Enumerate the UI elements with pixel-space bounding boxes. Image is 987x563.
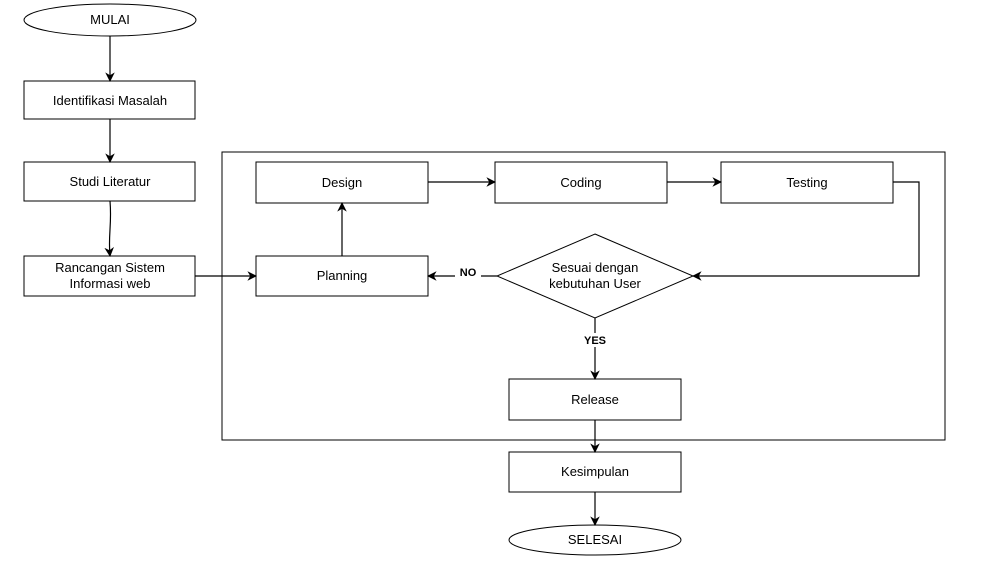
edge-label-no: NO xyxy=(460,267,477,279)
edge-label-yes: YES xyxy=(584,335,606,347)
node-release-label: Release xyxy=(571,392,619,407)
node-rancangan-sistem: Rancangan Sistem Informasi web xyxy=(23,255,196,297)
node-mulai: MULAI xyxy=(23,3,197,37)
node-mulai-label: MULAI xyxy=(90,12,130,27)
node-planning-label: Planning xyxy=(317,268,368,283)
node-coding: Coding xyxy=(494,161,668,204)
node-testing: Testing xyxy=(720,161,894,204)
node-decision-label-1: Sesuai dengan xyxy=(552,260,639,275)
edge-studi-rancangan xyxy=(104,200,114,257)
node-kesimpulan: Kesimpulan xyxy=(508,451,682,493)
node-rancangan-label-1: Rancangan Sistem xyxy=(55,260,165,275)
node-release: Release xyxy=(508,378,682,421)
node-studi-label: Studi Literatur xyxy=(70,174,152,189)
edge-label-yes-bg xyxy=(580,333,610,347)
node-identifikasi-masalah: Identifikasi Masalah xyxy=(23,80,196,120)
node-studi-literatur: Studi Literatur xyxy=(23,161,196,202)
edge-label-no-bg xyxy=(455,265,481,279)
node-decision-label-2: kebutuhan User xyxy=(549,276,641,291)
node-planning: Planning xyxy=(255,255,429,297)
node-design-label: Design xyxy=(322,175,362,190)
node-rancangan-label-2: Informasi web xyxy=(70,276,151,291)
node-identifikasi-label: Identifikasi Masalah xyxy=(53,93,167,108)
node-decision: Sesuai dengan kebutuhan User xyxy=(495,233,695,319)
node-design: Design xyxy=(255,161,429,204)
node-kesimpulan-label: Kesimpulan xyxy=(561,464,629,479)
node-selesai: SELESAI xyxy=(508,524,682,556)
node-selesai-label: SELESAI xyxy=(568,532,622,547)
node-testing-label: Testing xyxy=(786,175,827,190)
node-coding-label: Coding xyxy=(560,175,601,190)
edge-testing-decision xyxy=(692,181,920,281)
